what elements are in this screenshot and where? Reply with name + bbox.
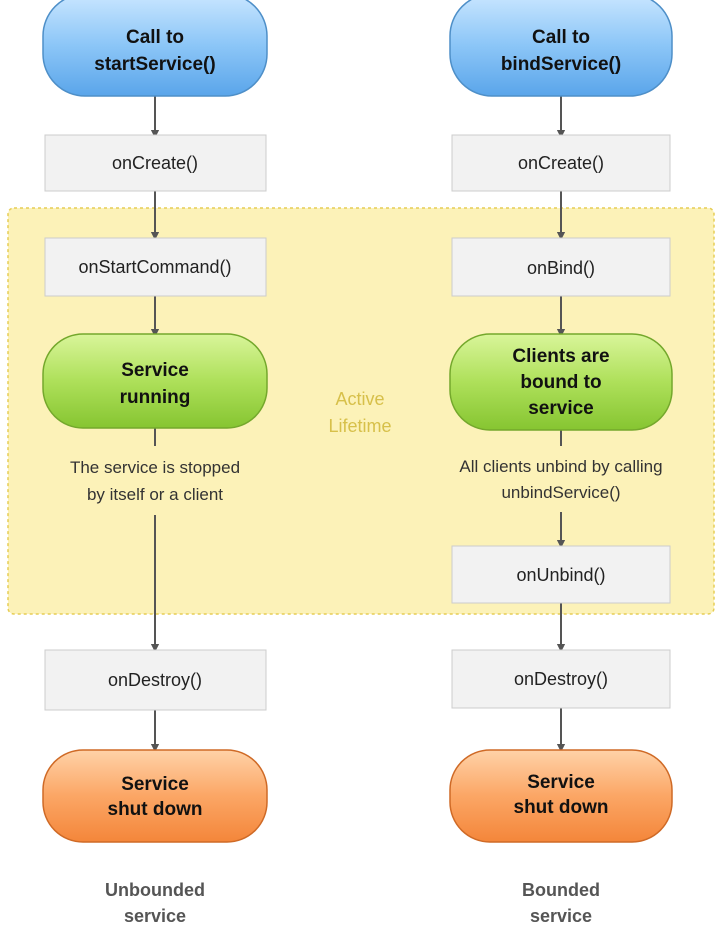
left-stop-note: The service is stopped bbox=[70, 458, 240, 477]
start-service-label-2: startService() bbox=[94, 54, 215, 75]
onunbind-box bbox=[451, 545, 671, 604]
active-lifetime-label: Active bbox=[335, 389, 384, 409]
onstartcommand-box bbox=[44, 237, 267, 297]
left-oncreate-label: onCreate() bbox=[112, 153, 198, 173]
clients-bound-label-3: service bbox=[528, 398, 594, 419]
active-lifetime-label-2: Lifetime bbox=[328, 416, 391, 436]
right-shutdown-label-2: shut down bbox=[514, 797, 609, 818]
right-unbind-note-2: unbindService() bbox=[501, 483, 620, 502]
left-oncreate-box bbox=[44, 134, 267, 192]
right-oncreate-label: onCreate() bbox=[518, 153, 604, 173]
service-running-label-2: running bbox=[120, 387, 191, 408]
left-column: Call to startService() onCreate() onStar… bbox=[42, 0, 268, 926]
bind-service-pill bbox=[449, 0, 673, 97]
bind-service-label: Call to bbox=[532, 27, 590, 48]
right-oncreate-box bbox=[451, 134, 671, 192]
right-shutdown-label: Service bbox=[527, 772, 595, 793]
bounded-service-caption: Bounded bbox=[522, 880, 600, 900]
left-stop-note-2: by itself or a client bbox=[87, 485, 223, 504]
bounded-service-caption-2: service bbox=[530, 906, 592, 926]
onstartcommand-label: onStartCommand() bbox=[78, 257, 231, 277]
active-lifetime-region bbox=[7, 207, 715, 615]
bind-service-label-2: bindService() bbox=[501, 54, 621, 75]
service-running-label: Service bbox=[121, 360, 189, 381]
clients-bound-pill bbox=[449, 333, 673, 431]
right-shutdown-pill bbox=[449, 749, 673, 843]
start-service-label: Call to bbox=[126, 27, 184, 48]
service-running-pill bbox=[42, 333, 268, 429]
clients-bound-label: Clients are bbox=[512, 346, 609, 367]
left-ondestroy-label: onDestroy() bbox=[108, 670, 202, 690]
clients-bound-label-2: bound to bbox=[520, 372, 601, 393]
right-ondestroy-label: onDestroy() bbox=[514, 669, 608, 689]
left-shutdown-label: Service bbox=[121, 774, 189, 795]
left-ondestroy-box bbox=[44, 649, 267, 711]
unbounded-service-caption: Unbounded bbox=[105, 880, 205, 900]
right-unbind-note: All clients unbind by calling bbox=[459, 457, 662, 476]
onunbind-label: onUnbind() bbox=[516, 565, 605, 585]
start-service-pill bbox=[42, 0, 268, 97]
left-shutdown-pill bbox=[42, 749, 268, 843]
right-ondestroy-box bbox=[451, 649, 671, 709]
onbind-box bbox=[451, 237, 671, 297]
right-column: Call to bindService() onCreate() onBind(… bbox=[449, 0, 673, 926]
left-shutdown-label-2: shut down bbox=[108, 799, 203, 820]
unbounded-service-caption-2: service bbox=[124, 906, 186, 926]
onbind-label: onBind() bbox=[527, 258, 595, 278]
